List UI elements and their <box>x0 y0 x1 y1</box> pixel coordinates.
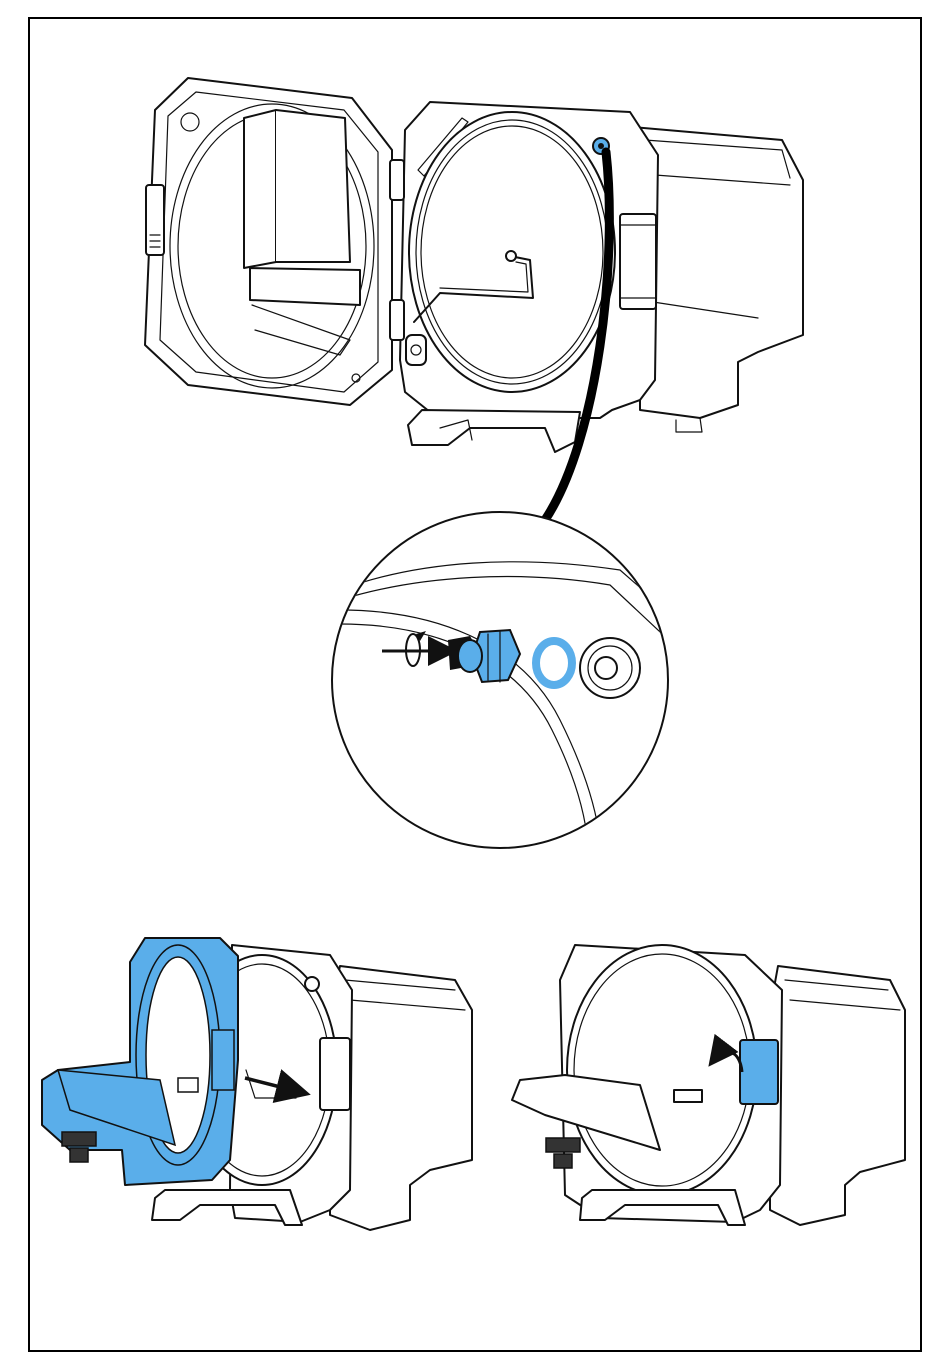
figure-close-latch <box>512 945 905 1225</box>
carrier-highlighted <box>42 938 238 1185</box>
latch <box>620 214 656 309</box>
port-fitting <box>580 638 640 698</box>
figure-detail-zoom <box>332 512 700 848</box>
unit-base <box>408 410 580 452</box>
latch-highlighted <box>740 1040 778 1104</box>
open-lid <box>145 78 404 405</box>
figure-insert-carrier <box>42 938 472 1230</box>
figure-open-cover <box>145 78 803 520</box>
